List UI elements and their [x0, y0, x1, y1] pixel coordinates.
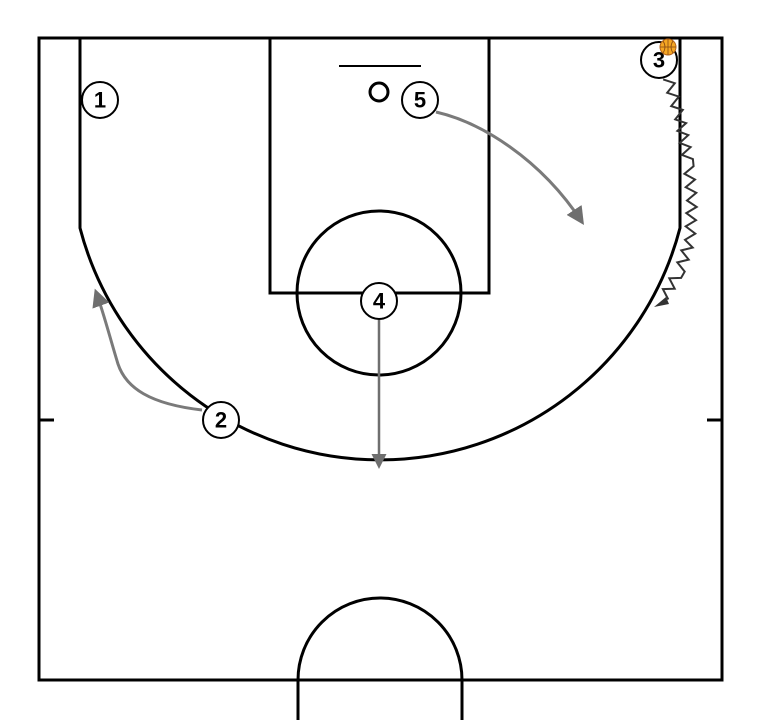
basketball-icon [659, 38, 677, 56]
dribble-path-player-3 [661, 78, 699, 300]
hoop [368, 81, 390, 103]
player-2: 2 [202, 401, 240, 439]
player-5-label: 5 [414, 88, 426, 113]
player-1-label: 1 [94, 88, 106, 113]
player-4-label: 4 [373, 289, 386, 314]
paint-lane [268, 36, 491, 295]
player-3-label: 3 [653, 48, 665, 73]
player-1: 1 [81, 81, 119, 119]
movement-arrows [92, 78, 699, 469]
center-circle [296, 596, 464, 720]
dribble-arrow-head [654, 297, 669, 307]
player-4: 4 [360, 282, 398, 320]
cut-arrow-player-5 [435, 110, 584, 226]
player-2-label: 2 [215, 408, 227, 433]
player-5: 5 [401, 81, 439, 119]
court-boundary [37, 36, 724, 682]
cut-arrow-player-2 [92, 288, 203, 412]
